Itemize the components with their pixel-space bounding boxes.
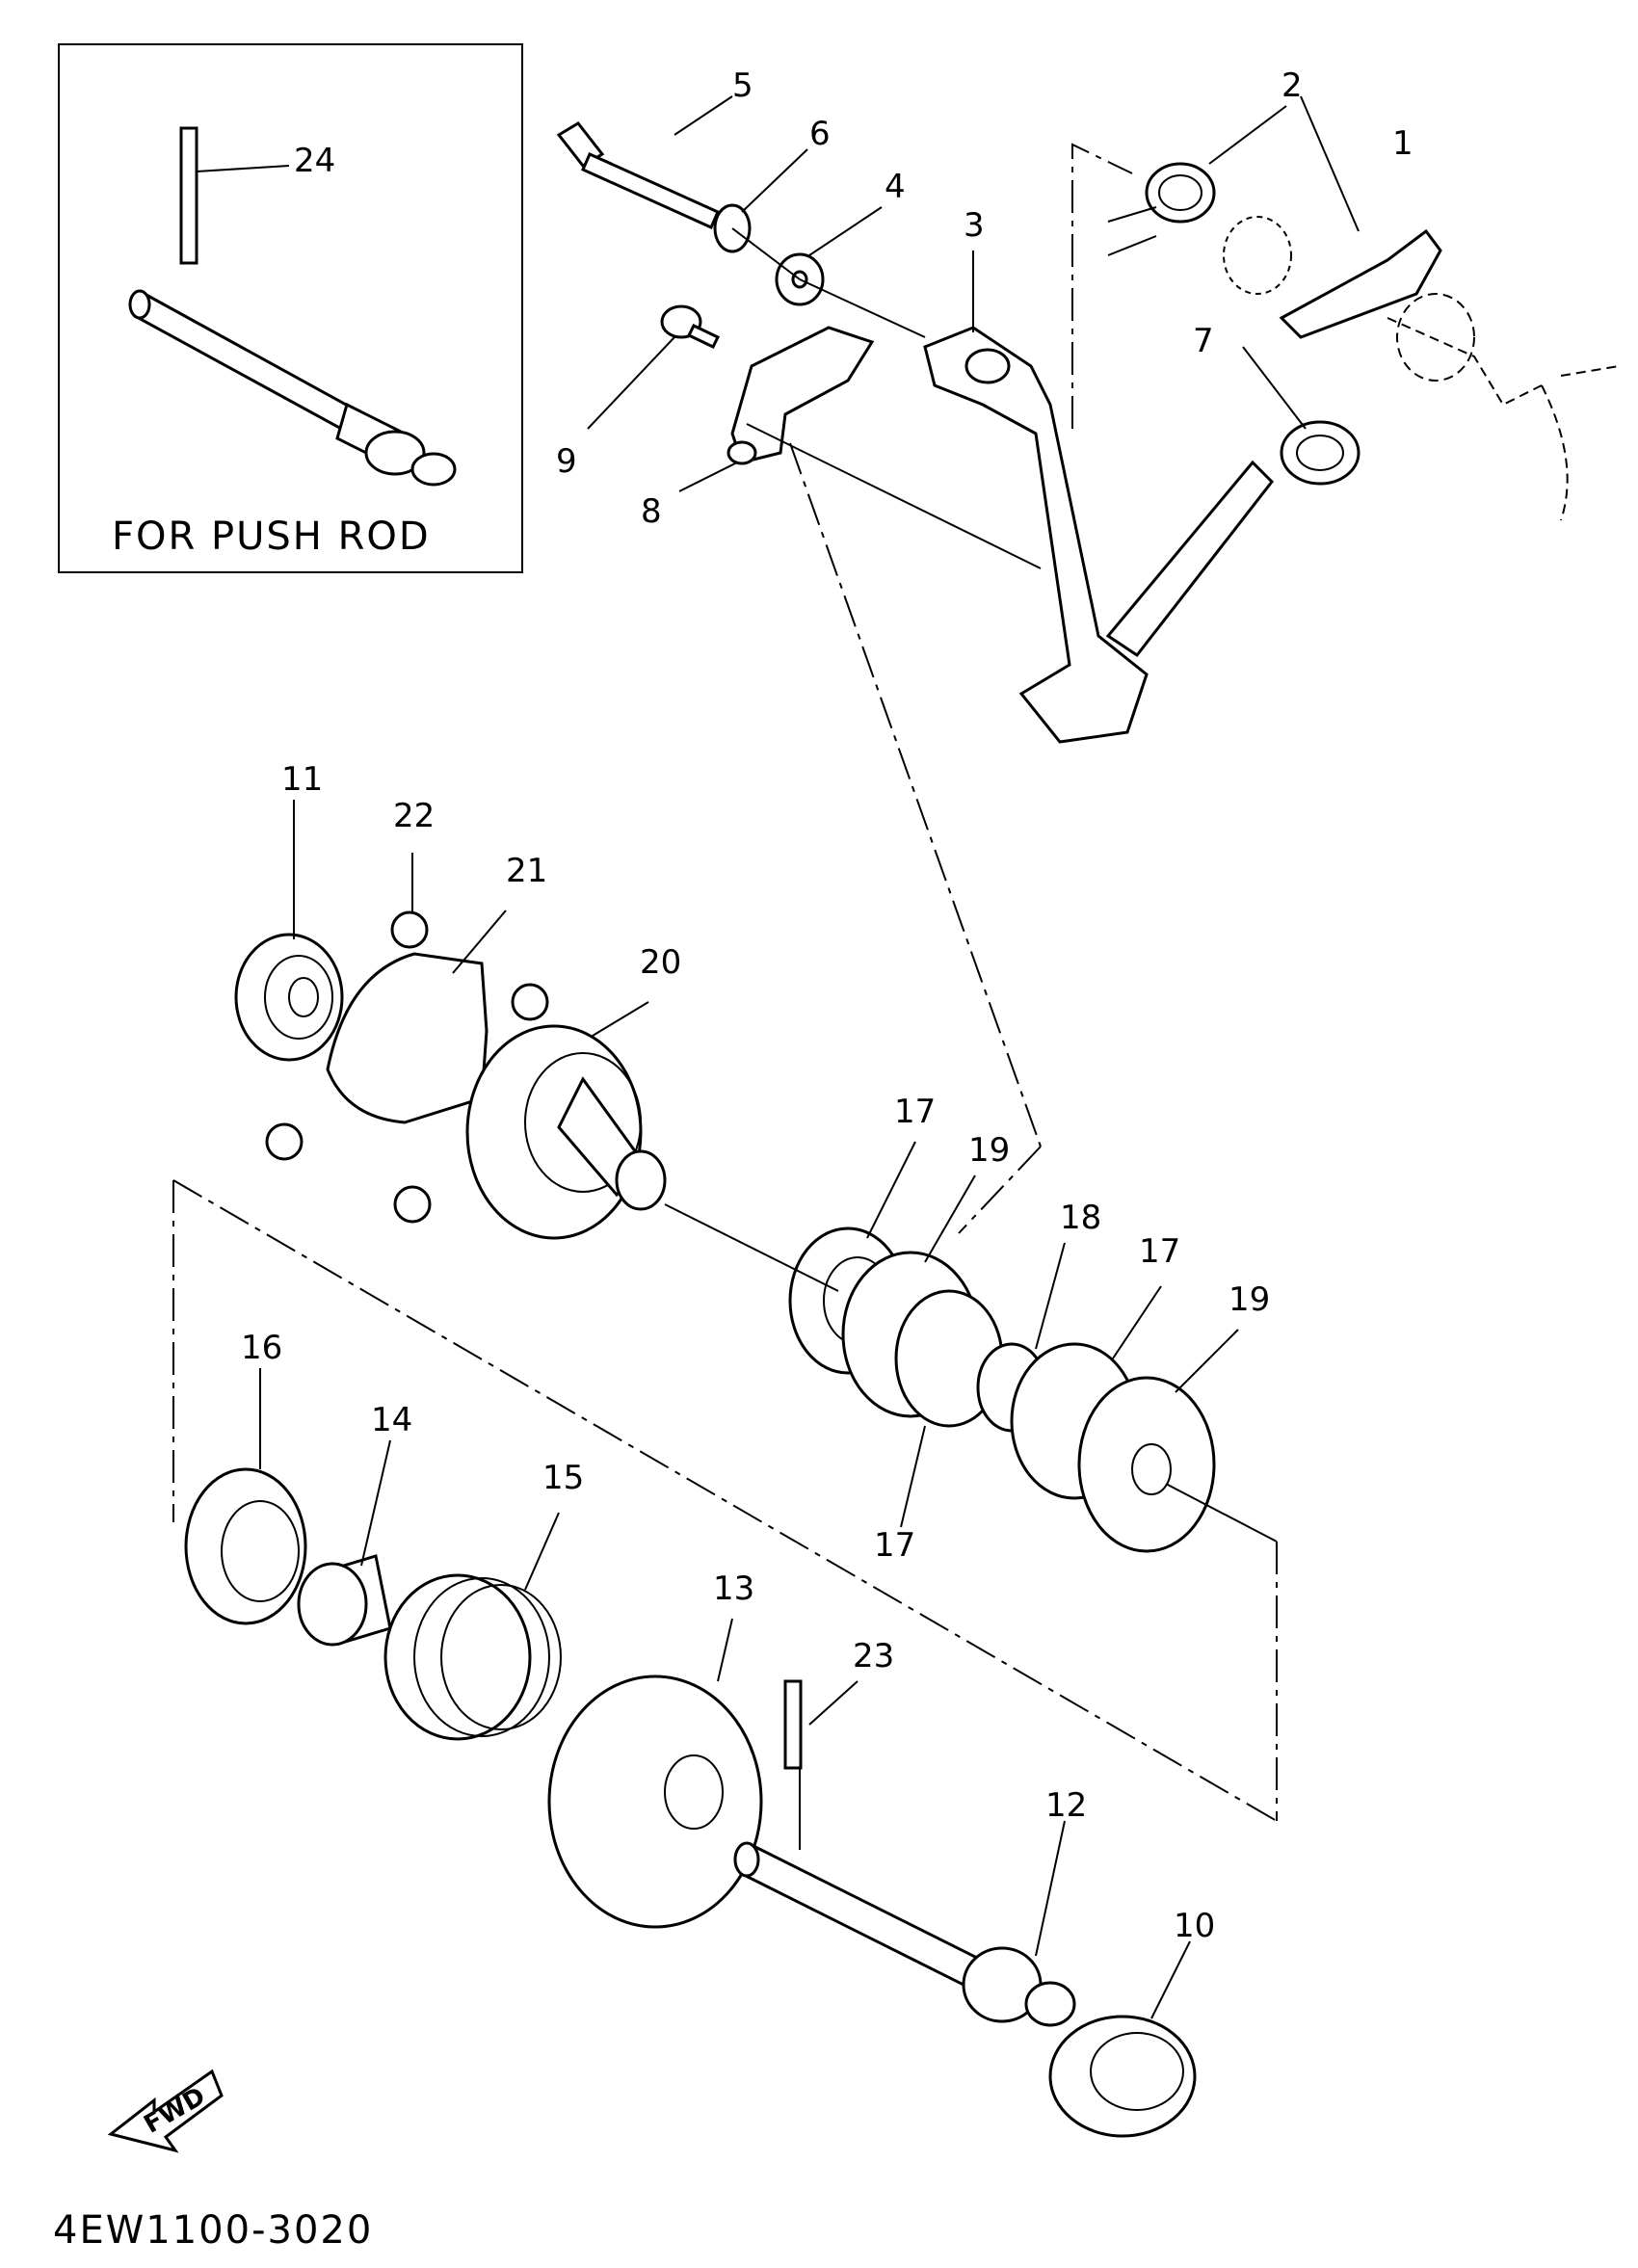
callout-5: 5 bbox=[732, 66, 753, 105]
plate-1 bbox=[1279, 228, 1442, 339]
callout-8: 8 bbox=[641, 492, 662, 531]
callout-7: 7 bbox=[1193, 322, 1214, 360]
callout-19-b: 19 bbox=[1228, 1280, 1270, 1319]
callout-12: 12 bbox=[1045, 1786, 1087, 1825]
kick-shaft bbox=[1105, 460, 1274, 658]
plate-8 bbox=[730, 326, 875, 464]
kick-gear-13 bbox=[547, 1675, 763, 1929]
callout-24: 24 bbox=[294, 142, 335, 180]
callout-21: 21 bbox=[506, 852, 547, 890]
callout-17-a: 17 bbox=[894, 1093, 936, 1131]
seal-7 bbox=[1280, 420, 1361, 486]
ball-22-right bbox=[511, 983, 549, 1021]
push-rod-inset-drawing bbox=[128, 126, 457, 487]
ratchet-assembly bbox=[184, 910, 1216, 2138]
plate-19-b bbox=[1077, 1376, 1216, 1553]
push-rod-inset bbox=[58, 43, 523, 573]
callout-18: 18 bbox=[1060, 1199, 1101, 1237]
fwd-arrow-icon bbox=[107, 2069, 224, 2153]
pin-23 bbox=[783, 1679, 803, 1770]
ball-22-bottom bbox=[393, 1185, 432, 1224]
kick-lever-3 bbox=[923, 326, 1149, 744]
ratchet-21 bbox=[326, 952, 489, 1124]
pin-24 bbox=[179, 126, 198, 265]
callout-11: 11 bbox=[281, 760, 323, 799]
spring-2 bbox=[1145, 162, 1216, 224]
callout-14: 14 bbox=[371, 1401, 412, 1439]
callout-16: 16 bbox=[241, 1329, 282, 1367]
inset-caption: FOR PUSH ROD bbox=[112, 514, 431, 559]
ball-22-left bbox=[265, 1122, 304, 1161]
seal-16 bbox=[184, 1467, 307, 1625]
callout-17-c: 17 bbox=[874, 1526, 915, 1565]
callout-6: 6 bbox=[809, 115, 831, 153]
callout-20: 20 bbox=[640, 943, 681, 982]
callout-1: 1 bbox=[1392, 124, 1413, 163]
callout-13: 13 bbox=[713, 1569, 754, 1608]
leader-lines bbox=[196, 95, 1360, 2019]
kick-lever-assembly bbox=[556, 121, 1620, 744]
drawing-code: 4EW1100-3020 bbox=[53, 2208, 374, 2253]
bolt-5-shank bbox=[581, 152, 720, 229]
callout-9: 9 bbox=[556, 442, 577, 481]
callout-23: 23 bbox=[853, 1637, 894, 1675]
callout-19-a: 19 bbox=[968, 1131, 1010, 1170]
assembly-lines bbox=[172, 143, 1278, 1850]
ball-22-top bbox=[390, 910, 429, 949]
spring-15 bbox=[383, 1573, 532, 1741]
callout-17-b: 17 bbox=[1139, 1232, 1180, 1271]
callout-4: 4 bbox=[885, 168, 906, 206]
callout-15: 15 bbox=[542, 1459, 584, 1497]
callout-10: 10 bbox=[1174, 1907, 1215, 1945]
callout-2: 2 bbox=[1281, 66, 1303, 105]
callout-22: 22 bbox=[393, 797, 435, 835]
callout-3: 3 bbox=[964, 206, 985, 245]
